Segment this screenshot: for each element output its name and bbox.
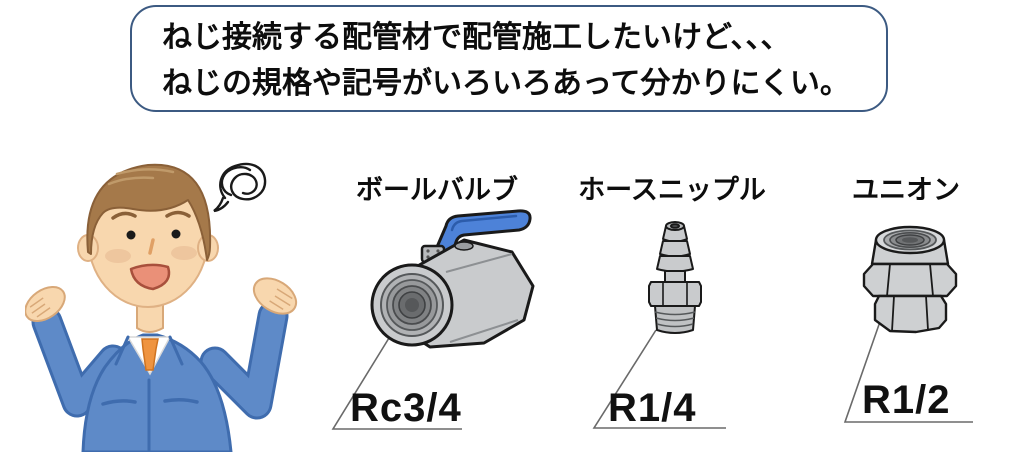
thread-label-hose-nipple: R1/4 xyxy=(608,386,697,430)
speech-bubble: ねじ接続する配管材で配管施工したいけど、、、 ねじの規格や記号がいろいろあって分… xyxy=(130,5,888,112)
union-icon xyxy=(862,225,958,334)
confusion-scribble-icon xyxy=(213,162,267,213)
ball-valve-icon xyxy=(370,209,535,349)
fitting-name-union: ユニオン xyxy=(852,175,960,205)
fitting-name-hose-nipple: ホースニップル xyxy=(578,175,766,205)
fitting-name-ball-valve: ボールバルブ xyxy=(356,175,518,205)
hose-nipple-icon xyxy=(648,221,702,334)
thread-label-union: R1/2 xyxy=(862,378,951,422)
speech-bubble-line-2: ねじの規格や記号がいろいろあって分かりにくい。 xyxy=(162,67,850,100)
confused-worker-icon xyxy=(25,163,298,452)
thread-label-ball-valve: Rc3/4 xyxy=(350,386,462,430)
speech-bubble-line-1: ねじ接続する配管材で配管施工したいけど、、、 xyxy=(162,21,791,54)
